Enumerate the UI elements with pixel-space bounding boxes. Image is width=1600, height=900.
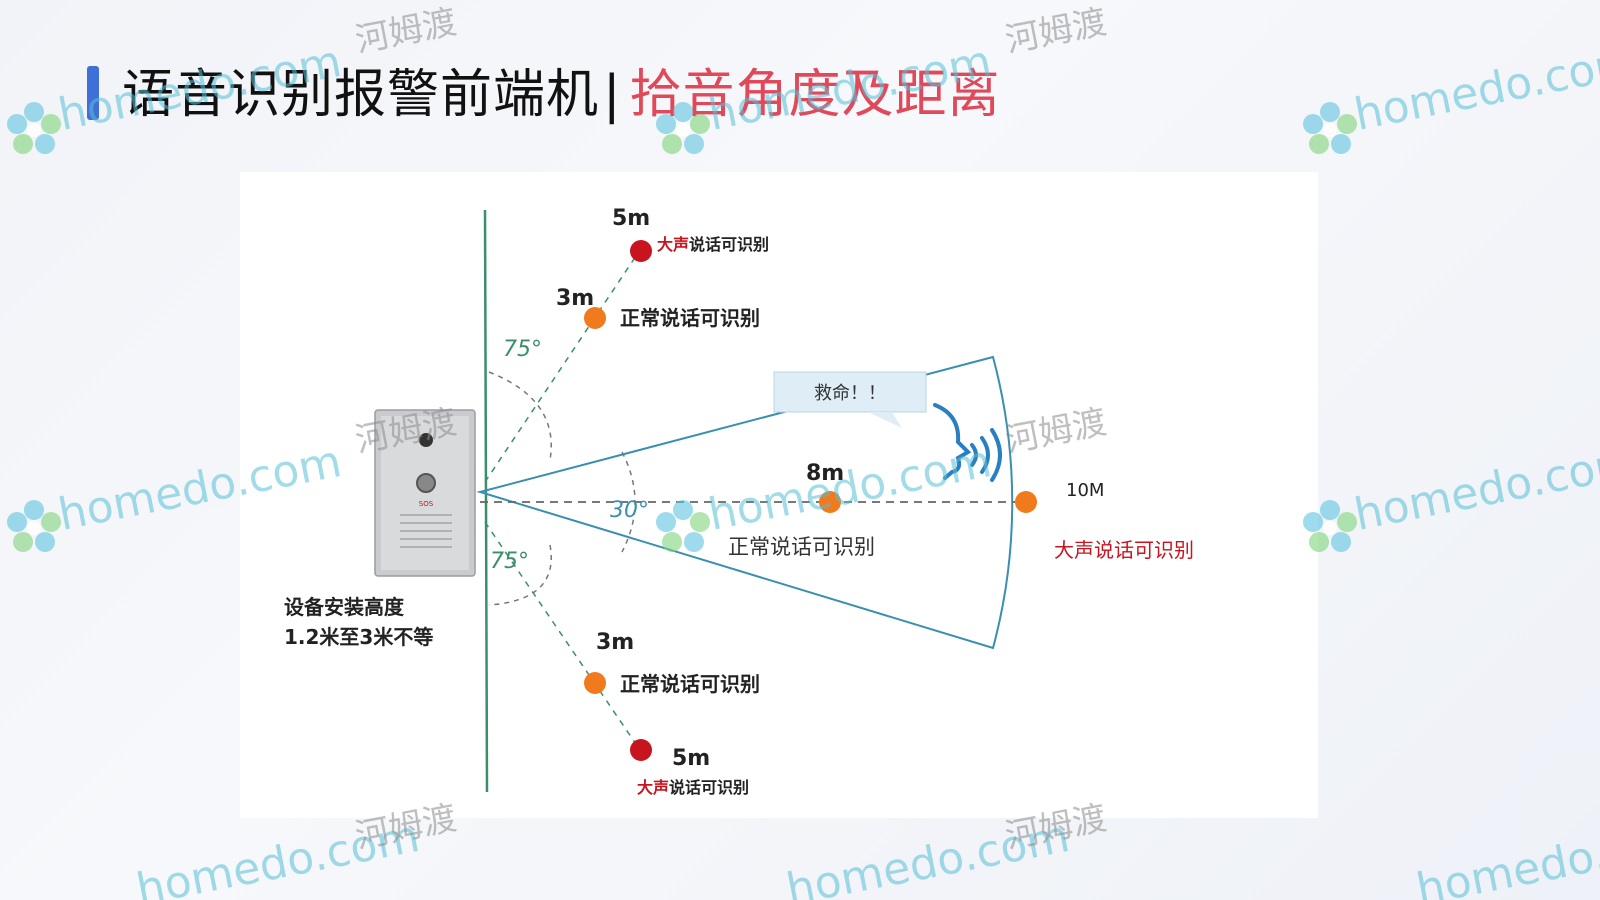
flower-logo-icon <box>656 500 710 552</box>
bottom-far-label-rest: 说话可识别 <box>669 778 749 797</box>
install-height-line1: 设备安装高度 <box>284 595 405 619</box>
flower-logo-icon <box>1303 102 1357 154</box>
flower-logo-icon <box>1303 500 1357 552</box>
wm-cn-1: 河姆渡 <box>352 2 460 61</box>
wm-cn-4: 河姆渡 <box>1002 402 1110 461</box>
device-sos-text: SOS <box>419 500 434 508</box>
flower-logo-icon <box>7 102 61 154</box>
wall-line <box>483 209 489 793</box>
bottom-angle-label: 75° <box>490 549 529 574</box>
top-near-distance: 3m <box>556 286 594 311</box>
top-far-distance: 5m <box>612 206 650 231</box>
center-far-distance: 10M <box>1066 480 1104 501</box>
wm-brand-9: homedo.com <box>1412 811 1600 900</box>
bottom-dash-line <box>484 521 641 751</box>
wm-brand-6: homedo.com <box>1350 436 1600 541</box>
top-dash-line <box>484 249 641 483</box>
watermarks: homedo.com 河姆渡 homedo.com 河姆渡 homedo.com <box>7 2 1600 900</box>
bottom-far-label-red: 大声 <box>637 778 669 797</box>
center-mid-dot <box>819 491 841 513</box>
speech-bubble: 救命！！ <box>773 371 927 428</box>
wm-brand-5: homedo.com <box>704 436 995 541</box>
title-main: 语音识别报警前端机 <box>122 65 600 125</box>
device: SOS <box>374 409 476 577</box>
bottom-far-distance: 5m <box>672 746 710 771</box>
camera-icon <box>419 433 433 447</box>
speaking-head-icon <box>933 403 1002 482</box>
wm-brand-1: homedo.com <box>54 36 345 141</box>
wm-brand-3: homedo.com <box>1350 36 1600 141</box>
page-title: 语音识别报警前端机|拾音角度及距离 <box>122 62 1001 128</box>
top-far-label-rest: 说话可识别 <box>689 235 769 254</box>
arc-top-75 <box>488 371 552 461</box>
center-angle-label: 30° <box>610 498 649 523</box>
bottom-near-label: 正常说话可识别 <box>620 672 760 696</box>
install-height-line2: 1.2米至3米不等 <box>284 625 433 649</box>
wm-cn-2: 河姆渡 <box>1002 2 1110 61</box>
flower-logo-icon <box>656 102 710 154</box>
center-far-label: 大声说话可识别 <box>1054 538 1194 562</box>
bottom-far-dot <box>630 739 652 761</box>
top-angle-label: 75° <box>503 337 542 362</box>
center-mid-label: 正常说话可识别 <box>728 535 875 559</box>
top-near-dot <box>584 307 606 329</box>
center-far-dot <box>1015 491 1037 513</box>
wm-brand-4: homedo.com <box>54 436 345 541</box>
bottom-near-distance: 3m <box>596 630 634 655</box>
top-far-label: 大声说话可识别 <box>657 235 769 254</box>
center-mid-distance: 8m <box>806 461 844 486</box>
flower-logo-icon <box>7 500 61 552</box>
bottom-far-label: 大声说话可识别 <box>637 778 749 797</box>
title-accent-bar <box>87 66 99 120</box>
speech-bubble-text: 救命！！ <box>814 383 886 404</box>
top-near-label: 正常说话可识别 <box>620 306 760 330</box>
top-far-label-red: 大声 <box>657 235 689 254</box>
bottom-near-dot <box>584 672 606 694</box>
top-far-dot <box>630 240 652 262</box>
wm-brand-2: homedo.com <box>704 36 995 141</box>
arc-30 <box>621 451 636 553</box>
sos-button-icon <box>416 473 436 493</box>
arc-bottom-75 <box>488 544 552 606</box>
title-separator: | <box>603 65 622 125</box>
